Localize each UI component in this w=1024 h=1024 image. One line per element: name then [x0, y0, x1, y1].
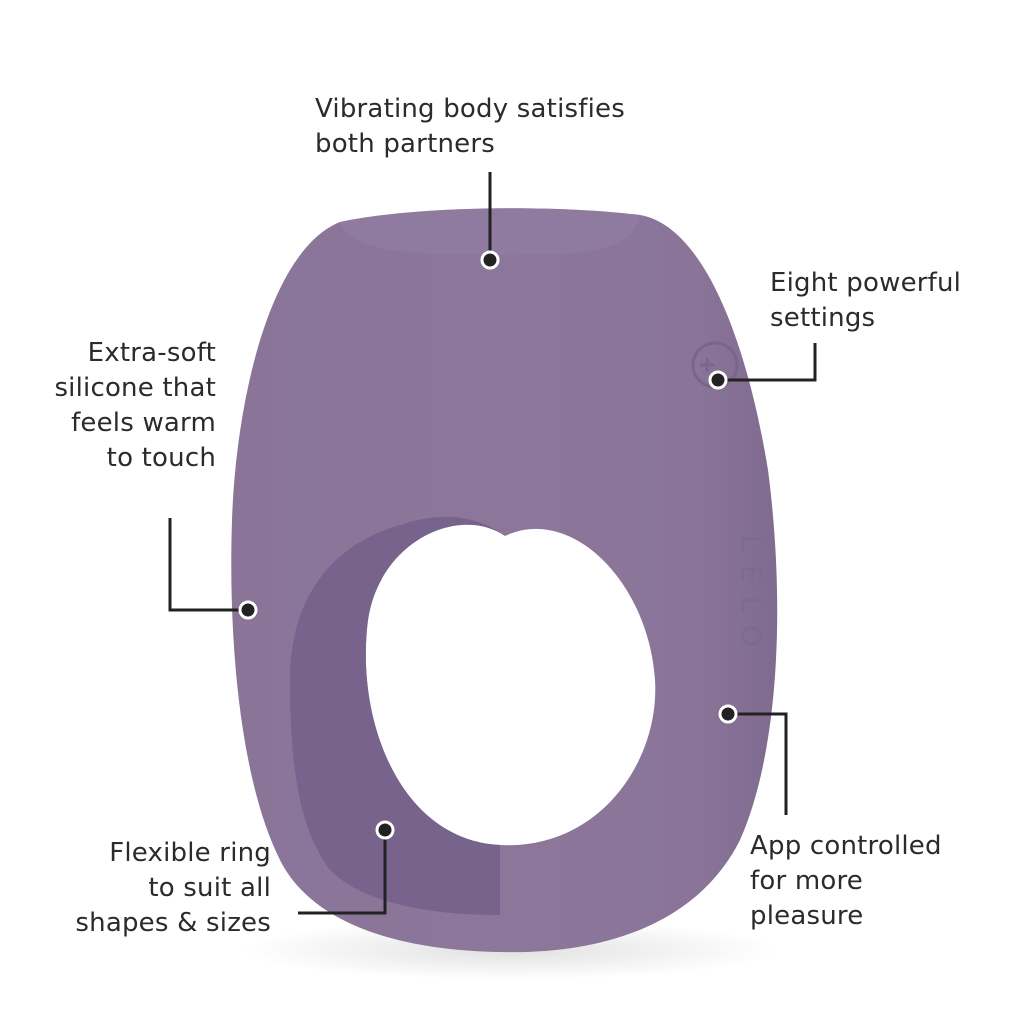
callout-app-controlled: App controlled for more pleasure — [750, 829, 942, 934]
dot-settings — [708, 370, 728, 390]
leader-lines — [168, 172, 817, 915]
leader-silicone — [168, 518, 248, 612]
callout-line: Flexible ring — [109, 838, 271, 868]
callout-line: shapes & sizes — [75, 908, 271, 938]
callout-line: Vibrating body satisfies — [315, 94, 625, 124]
callout-line: Eight powerful — [770, 268, 962, 298]
callout-line: settings — [770, 303, 876, 333]
callout-flexible-ring: Flexible ring to suit all shapes & sizes — [75, 836, 271, 941]
dot-top — [480, 250, 500, 270]
callout-line: both partners — [315, 129, 495, 159]
dot-app — [718, 704, 738, 724]
dot-silicone — [238, 600, 258, 620]
callout-line: feels warm — [71, 408, 216, 438]
leader-ring — [298, 830, 387, 915]
callout-line: pleasure — [750, 901, 864, 931]
leader-app — [728, 712, 788, 815]
callout-dots — [238, 250, 738, 840]
callout-line: Extra-soft — [87, 338, 216, 368]
callout-line: silicone that — [54, 373, 216, 403]
callout-line: to touch — [106, 443, 216, 473]
callout-eight-settings: Eight powerful settings — [770, 266, 961, 336]
callout-line: to suit all — [148, 873, 271, 903]
dot-ring — [375, 820, 395, 840]
callout-line: for more — [750, 866, 863, 896]
callout-silicone: Extra-soft silicone that feels warm to t… — [54, 336, 216, 476]
callout-line: App controlled — [750, 831, 942, 861]
leader-settings — [718, 343, 817, 382]
callout-vibrating-body: Vibrating body satisfies both partners — [315, 92, 625, 162]
lelo-logo: LELO — [735, 535, 768, 661]
ring-inner-wall — [290, 516, 505, 915]
